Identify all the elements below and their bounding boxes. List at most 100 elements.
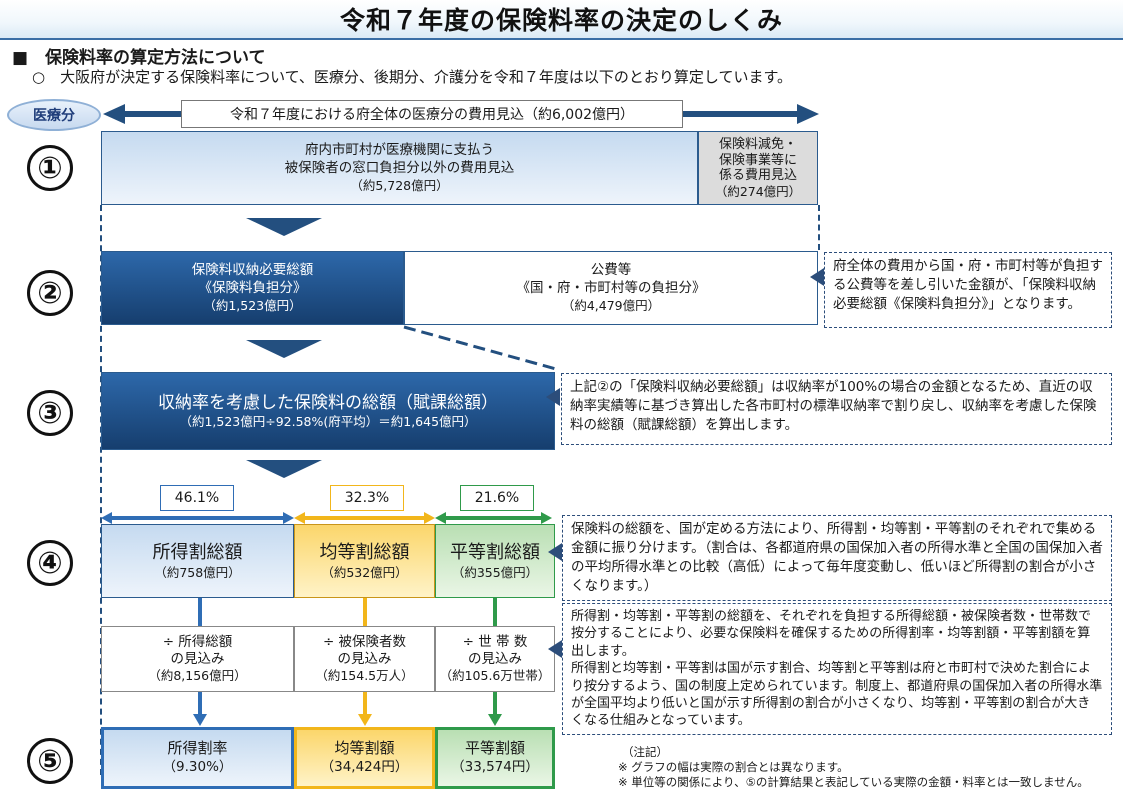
step-number-2: ②: [27, 270, 73, 316]
note-pointer-3-icon: [546, 388, 560, 406]
down-arrow-1-icon: [246, 218, 322, 236]
pct-percapita-badge: 32.3%: [330, 485, 404, 511]
step1-side-line1: 保険料減免・: [718, 137, 797, 153]
cost-header: 令和７年度における府全体の医療分の費用見込（約6,002億円）: [181, 100, 683, 128]
step1-side-line2: 保険事業等に: [718, 152, 797, 168]
step-number-4: ④: [27, 540, 73, 586]
step2-premium-line2: 《保険料負担分》: [198, 279, 307, 296]
lead-text: ○ 大阪府が決定する保険料率について、医療分、後期分、介護分を令和７年度は以下の…: [32, 68, 792, 86]
household-divisor-amount: （約105.6万世帯）: [439, 668, 551, 684]
household-rate-value: （33,574円）: [451, 758, 539, 775]
income-divisor-amount: （約8,156億円）: [148, 668, 247, 684]
step-number-3: ③: [27, 390, 73, 436]
household-divisor-line1: ÷ 世 帯 数: [462, 634, 528, 651]
arrow-left-icon: [103, 104, 125, 124]
step2-public-amount: （約4,479億円）: [561, 297, 661, 313]
step1-main-box: 府内市町村が医療機関に支払う 被保険者の窓口負担分以外の費用見込 （約5,728…: [101, 131, 698, 205]
household-connector-2: [493, 692, 497, 716]
income-connector-1: [198, 598, 202, 626]
household-total-amount: （約355億円）: [451, 564, 539, 580]
note-pointer-4-icon: [548, 543, 562, 561]
section-heading: ■ 保険料率の算定方法について: [12, 48, 266, 68]
step2-note: 府全体の費用から国・府・市町村等が負担する公費等を差し引いた金額が、「保険料収納…: [824, 252, 1112, 328]
income-total-amount: （約758億円）: [154, 564, 241, 580]
down-arrow-2-icon: [246, 340, 322, 358]
pct-household-badge: 21.6%: [460, 485, 534, 511]
percapita-divisor-box: ÷ 被保険者数 の見込み （約154.5万人）: [294, 626, 435, 692]
step3-total-box: 収納率を考慮した保険料の総額（賦課総額） （約1,523億円÷92.58%(府平…: [101, 372, 555, 450]
diagonal-dash-line: [403, 325, 557, 371]
percapita-divisor-line1: ÷ 被保険者数: [322, 634, 407, 651]
step2-premium-box: 保険料収納必要総額 《保険料負担分》 （約1,523億円）: [101, 251, 404, 325]
step2-public-line2: 《国・府・市町村等の負担分》: [516, 279, 706, 296]
household-span-right-icon: [541, 512, 552, 524]
step1-side-line3: 係る費用見込: [718, 168, 797, 184]
percapita-total-amount: （約532億円）: [321, 564, 408, 580]
income-span-left-icon: [101, 512, 112, 524]
percapita-rate-box: 均等割額 （34,424円）: [294, 727, 435, 789]
step3-line1: 収納率を考慮した保険料の総額（賦課総額）: [158, 392, 498, 413]
cost-header-text: 令和７年度における府全体の医療分の費用見込（約6,002億円）: [229, 107, 635, 123]
left-guide: [100, 205, 102, 775]
income-rate-value: （9.30%）: [162, 758, 233, 775]
household-total-label: 平等割総額: [450, 541, 540, 563]
percapita-down-arrow-icon: [358, 714, 372, 726]
step1-main-line1: 府内市町村が医療機関に支払う: [305, 141, 494, 158]
step1-main-line2: 被保険者の窓口負担分以外の費用見込: [284, 159, 515, 176]
income-span-right-icon: [283, 512, 294, 524]
income-rate-label: 所得割率: [167, 739, 228, 758]
step1-side-amount: （約274億円）: [714, 183, 802, 199]
percapita-divisor-amount: （約154.5万人）: [315, 668, 414, 684]
income-rate-box: 所得割率 （9.30%）: [101, 727, 294, 789]
income-span-line: [110, 516, 284, 520]
step2-premium-line1: 保険料収納必要総額: [191, 261, 314, 278]
percapita-total-label: 均等割総額: [319, 541, 410, 563]
right-guide: [818, 205, 820, 250]
household-span-line: [444, 516, 542, 520]
income-divisor-line2: の見込み: [170, 651, 225, 668]
step1-main-amount: （約5,728億円）: [350, 177, 449, 193]
income-total-box: 所得割総額 （約758億円）: [101, 524, 294, 598]
step4-note: 保険料の総額を、国が定める方法により、所得割・均等割・平等割のそれぞれで集める金…: [562, 515, 1112, 601]
section-tag: 医療分: [7, 99, 101, 131]
percapita-rate-value: （34,424円）: [320, 758, 409, 775]
household-rate-box: 平等割額 （33,574円）: [435, 727, 555, 789]
page-title: 令和７年度の保険料率の決定のしくみ: [339, 6, 783, 35]
percapita-connector-2: [363, 692, 367, 716]
footnote-2: ※ 単位等の関係により、⑤の計算結果と表記している実際の金額・料率とは一致しませ…: [618, 775, 1089, 789]
household-total-box: 平等割総額 （約355億円）: [435, 524, 555, 598]
percapita-connector-1: [363, 598, 367, 626]
step2-public-line1: 公費等: [590, 261, 632, 278]
step2-public-box: 公費等 《国・府・市町村等の負担分》 （約4,479億円）: [404, 251, 818, 325]
household-span-left-icon: [435, 512, 446, 524]
percapita-rate-label: 均等割額: [334, 739, 395, 758]
arrow-right-icon: [797, 104, 819, 124]
household-divisor-box: ÷ 世 帯 数 の見込み （約105.6万世帯）: [435, 626, 555, 692]
income-connector-2: [198, 692, 202, 716]
percapita-span-line: [303, 516, 425, 520]
step3-line2: （約1,523億円÷92.58%(府平均）＝約1,645億円）: [179, 413, 477, 429]
household-connector-1: [493, 598, 497, 626]
household-down-arrow-icon: [488, 714, 502, 726]
income-total-label: 所得割総額: [152, 541, 243, 563]
title-bar: 令和７年度の保険料率の決定のしくみ: [0, 0, 1123, 40]
note-pointer-5-icon: [548, 640, 562, 658]
household-rate-label: 平等割額: [464, 739, 525, 758]
section-tag-label: 医療分: [33, 108, 75, 124]
footnote-heading: （注記）: [622, 745, 668, 759]
percapita-total-box: 均等割総額 （約532億円）: [294, 524, 435, 598]
percapita-span-left-icon: [294, 512, 305, 524]
step3-note: 上記②の「保険料収納必要総額」は収納率が100%の場合の金額となるため、直近の収…: [561, 373, 1112, 445]
footnote-1: ※ グラフの幅は実際の割合とは異なります。: [618, 760, 849, 774]
income-down-arrow-icon: [193, 714, 207, 726]
household-divisor-line2: の見込み: [468, 651, 522, 668]
step1-side-box: 保険料減免・ 保険事業等に 係る費用見込 （約274億円）: [698, 131, 818, 205]
percapita-divisor-line2: の見込み: [337, 651, 392, 668]
note-pointer-2-icon: [810, 268, 824, 286]
pct-income-badge: 46.1%: [160, 485, 234, 511]
divisor-note: 所得割・均等割・平等割の総額を、それぞれを負担する所得総額・被保険者数・世帯数で…: [562, 603, 1112, 735]
step2-premium-amount: （約1,523億円）: [203, 297, 302, 313]
down-arrow-3-icon: [246, 460, 322, 478]
step-number-1: ①: [27, 145, 73, 191]
step-number-5: ⑤: [27, 738, 73, 784]
